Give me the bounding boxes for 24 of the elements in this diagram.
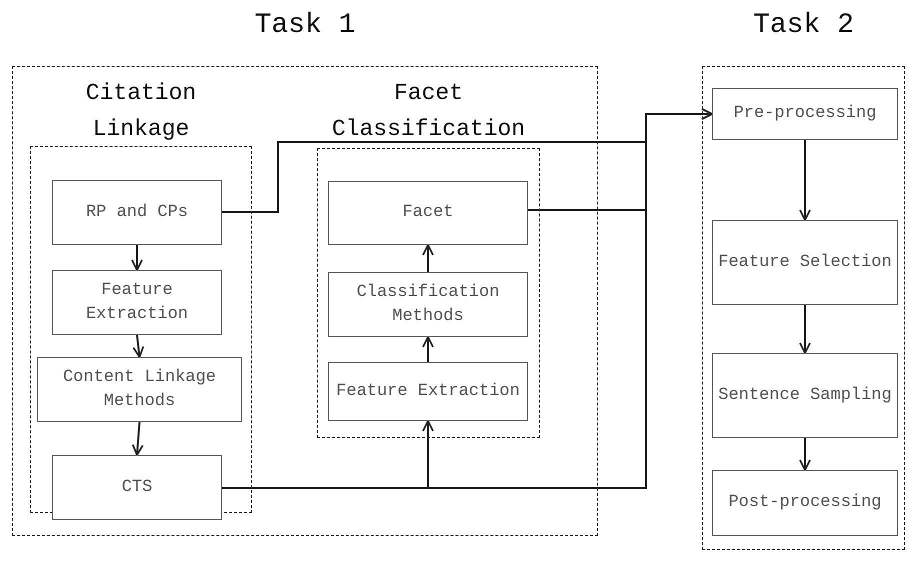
group-title: Task 1 [254, 9, 356, 43]
process-box: Feature Extraction [328, 362, 528, 421]
group-title: Citation Linkage [84, 79, 198, 144]
process-box: Content Linkage Methods [37, 357, 242, 422]
arrow [799, 140, 811, 221]
group-title: Facet Classification [330, 79, 526, 144]
group-title: Task 2 [752, 9, 855, 43]
process-box: Pre-processing [712, 88, 898, 140]
process-box: Facet [328, 181, 528, 245]
arrow [132, 422, 144, 456]
arrow [222, 420, 434, 489]
process-box: Post-processing [712, 470, 898, 536]
process-box: CTS [52, 455, 222, 520]
process-box: Feature Selection [712, 220, 898, 305]
arrow [422, 244, 434, 272]
process-box: Sentence Sampling [712, 353, 898, 438]
process-box: Feature Extraction [52, 270, 222, 335]
arrow [132, 334, 144, 358]
arrow [799, 438, 811, 471]
process-box: Classification Methods [328, 272, 528, 337]
process-box: RP and CPs [52, 180, 222, 245]
arrow [799, 305, 811, 354]
arrow [131, 245, 143, 271]
arrow [422, 336, 434, 362]
